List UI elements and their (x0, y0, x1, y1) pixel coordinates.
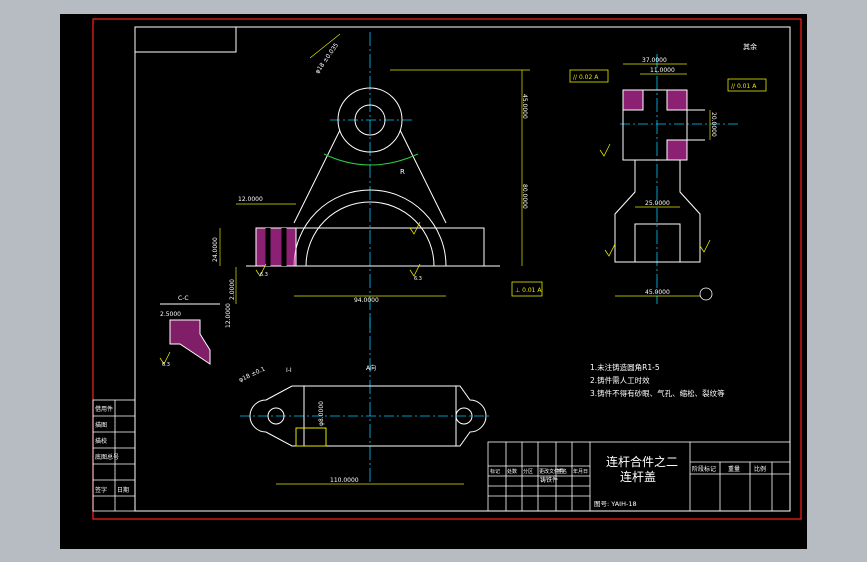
section-c: C-C (178, 295, 189, 302)
right-header-3: 比例 (754, 465, 766, 473)
section-label: I-I (286, 367, 292, 374)
front-view (246, 32, 500, 334)
detail-view (160, 303, 220, 365)
view-label: A向 (366, 364, 376, 372)
dim-right-bottom: 45.0000 (645, 289, 670, 296)
side-view (614, 54, 740, 304)
header-cell-2: 处数 (507, 468, 517, 475)
dim-right-mid: 25.0000 (645, 200, 670, 207)
front-dimensions (219, 33, 530, 304)
header-cell-6: 年月日 (573, 468, 588, 475)
strip-label-1: 借用件 (95, 405, 113, 413)
dim-top-height: 45.0000 (521, 94, 528, 119)
note-3: 3.铸件不得有砂眼、气孔、缩松、裂纹等 (590, 388, 725, 398)
header-cell-5: 签名 (557, 468, 567, 475)
dim-side-height: 80.0000 (521, 184, 528, 209)
side-dimensions (615, 63, 711, 297)
cad-viewport[interactable]: 借用件 描图 描校 底图总号 签字 日期 45. (60, 14, 807, 549)
ra-3: 6.3 (162, 362, 170, 368)
ra-1: 6.3 (260, 272, 268, 278)
dim-right-side: 20.0000 (710, 112, 717, 137)
bottom-view (240, 314, 490, 484)
header-cell-3: 分区 (523, 468, 533, 475)
header-cell-4: 更改文件号 (539, 468, 564, 475)
dim-bottom-width: 110.0000 (330, 477, 359, 484)
roughness-marks (159, 143, 711, 365)
strip-label-4: 底图总号 (95, 453, 119, 461)
inner-border (134, 26, 791, 512)
drawing-no: 图号: YAIH-18 (594, 500, 637, 508)
tolerance-frame-2: // 0.01 A (727, 78, 767, 92)
part-name-2: 连杆盖 (620, 469, 656, 484)
dim-right-top: 37.0000 (642, 57, 667, 64)
outer-frame (92, 18, 802, 520)
dim-left-small: 2.0000 (229, 279, 236, 300)
part-name-1: 连杆合件之二 (606, 454, 678, 469)
tolerance-frame-front: ⊥ 0.01 A (511, 281, 542, 297)
dim-phi-top: φ18 ±0.035 (314, 42, 340, 75)
left-strip (92, 399, 136, 512)
svg-text:// 0.02 A: // 0.02 A (573, 74, 599, 81)
strip-label-2: 描图 (95, 421, 107, 429)
dim-bottom-small: φ8.0000 (318, 401, 325, 426)
tolerance-frame-1: // 0.02 A (569, 69, 609, 83)
note-1: 1.未注铸造圆角R1-5 (590, 362, 660, 372)
dim-r-mark: R (400, 168, 405, 176)
dim-right-top2: 11.0000 (650, 67, 675, 74)
svg-text:⊥ 0.01 A: ⊥ 0.01 A (515, 287, 542, 294)
header-cell-1: 标记 (490, 468, 500, 475)
strip-label-3: 描校 (95, 437, 107, 445)
right-header-1: 阶段标记 (692, 465, 716, 473)
dim-top-left: 12.0000 (238, 196, 263, 203)
dim-detail-w: 2.5000 (160, 311, 181, 318)
drawing-canvas: 借用件 描图 描校 底图总号 签字 日期 45. (92, 18, 802, 520)
strip-label-6: 日期 (117, 486, 129, 494)
material: 铸铁件 (540, 476, 558, 484)
roughness-rest: 其余 (743, 42, 757, 51)
title-block (487, 441, 791, 512)
svg-text:// 0.01 A: // 0.01 A (731, 83, 757, 90)
dim-base-width: 94.0000 (354, 297, 379, 304)
note-2: 2.铸件需人工时效 (590, 375, 650, 385)
right-header-2: 重量 (728, 465, 740, 473)
dim-left-height: 24.0000 (212, 237, 219, 262)
strip-label-5: 签字 (95, 486, 107, 494)
datum-circle (699, 287, 713, 301)
dim-bottom-phi: φ18 ±0.1 (238, 366, 267, 384)
corner-box (134, 26, 237, 53)
ra-2: 6.3 (414, 276, 422, 282)
dim-detail-h: 12.0000 (225, 303, 232, 328)
